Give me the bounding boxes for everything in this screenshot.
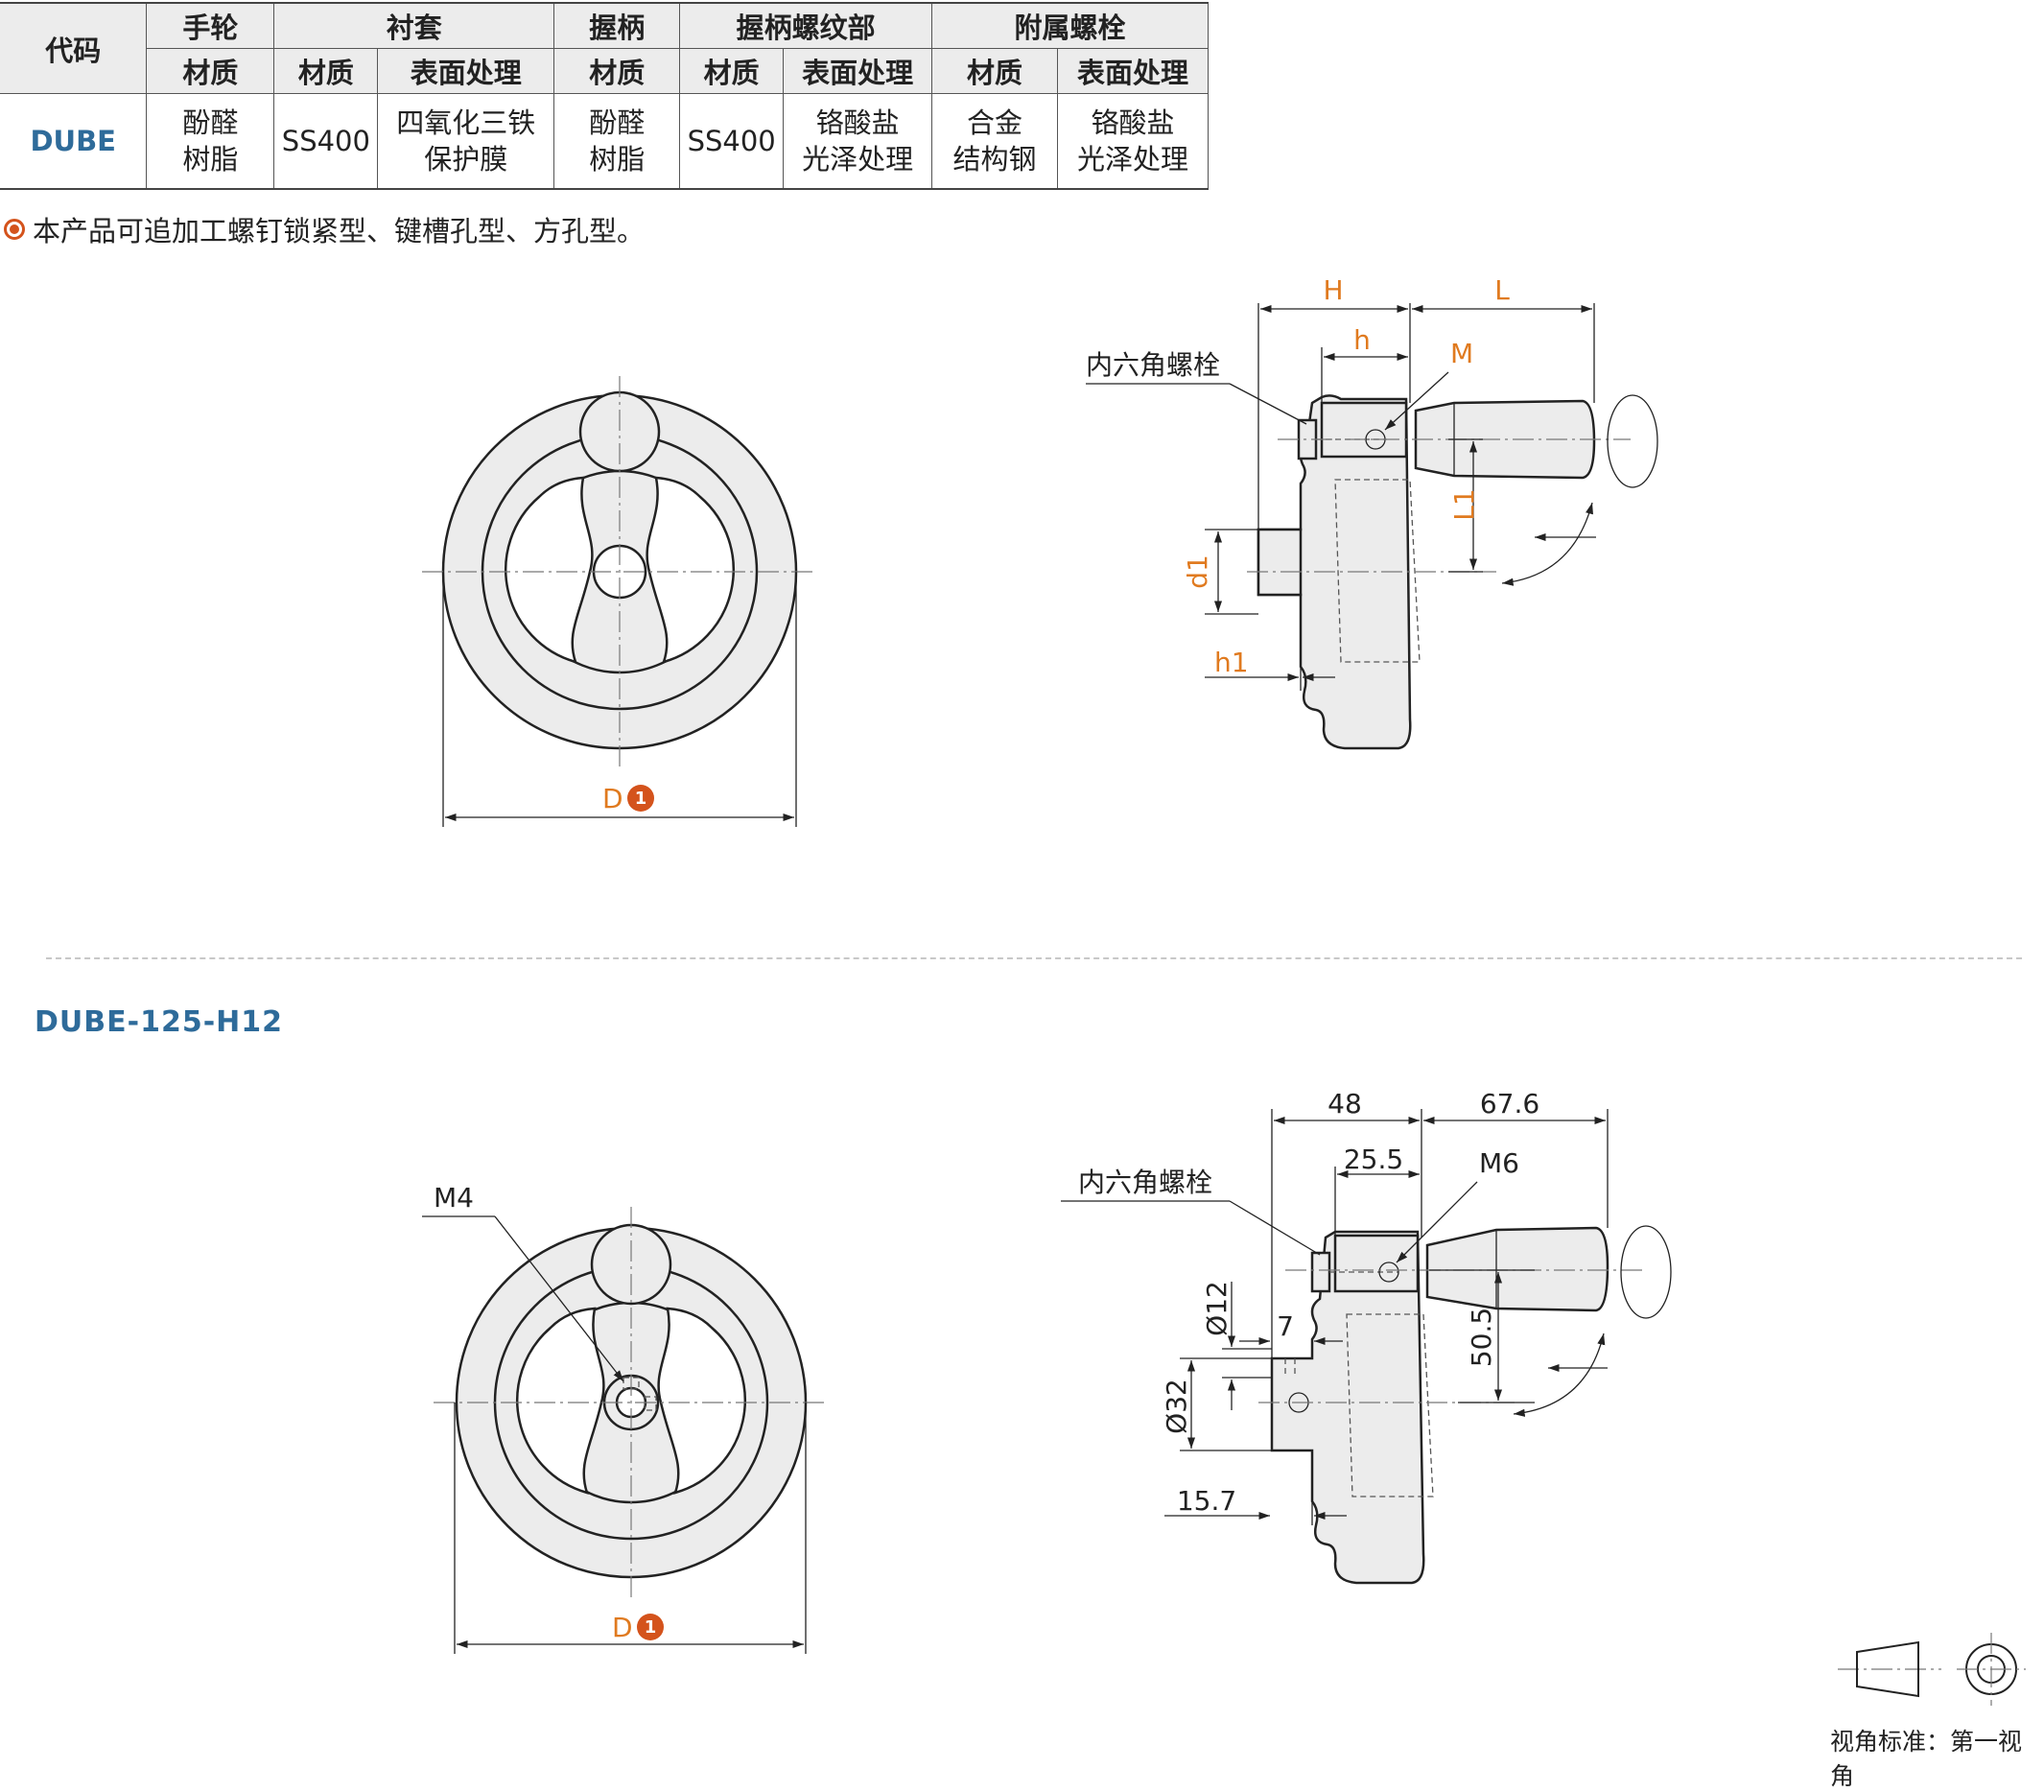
grip-hidden — [1334, 479, 1421, 663]
dim-L: L — [1494, 274, 1510, 306]
product-note: 本产品可追加工螺钉锁紧型、键槽孔型、方孔型。 — [4, 209, 645, 249]
view-standard: 视角标准：第一视角 — [1830, 1728, 2023, 1790]
web-opening-right — [657, 1307, 746, 1495]
badge-icon — [637, 1614, 664, 1640]
subheader: 材质 — [146, 48, 275, 94]
hex-bolt-head — [1310, 1251, 1331, 1293]
spec-table: 代码 手轮 衬套 握柄 握柄螺纹部 附属螺栓 材质 材质 表面处理 材质 材质 … — [0, 2, 1209, 190]
note-text: 本产品可追加工螺钉锁紧型、键槽孔型、方孔型。 — [33, 215, 646, 248]
web-opening-left — [505, 476, 594, 664]
grip-handle — [1425, 1226, 1609, 1312]
badge-number: 1 — [635, 789, 647, 809]
table-cell: SS400 — [679, 93, 785, 190]
handwheel-side-view: H L h M 内六角螺栓 L1 d1 h1 — [1086, 274, 1658, 750]
bushing — [1257, 528, 1303, 597]
dim-M: M — [1450, 338, 1473, 369]
table-cell: 合金结构钢 — [931, 93, 1058, 190]
table-cell: 酚醛树脂 — [553, 93, 681, 190]
section-divider — [46, 957, 2022, 959]
example-side-view: 48 67.6 25.5 M6 内六角螺栓 50.5 Ø12 Ø32 7 15.… — [1061, 1088, 1672, 1585]
product-code: DUBE — [0, 93, 148, 190]
dim-h1: h1 — [1214, 647, 1249, 678]
subheader: 材质 — [679, 48, 785, 94]
subheader: 表面处理 — [783, 48, 933, 94]
dim-d32: Ø32 — [1161, 1379, 1192, 1434]
grip-head — [1333, 1234, 1420, 1293]
subheader: 材质 — [273, 48, 379, 94]
dim-50-5: 50.5 — [1466, 1308, 1497, 1367]
badge-icon — [627, 785, 654, 812]
dim-h: h — [1353, 324, 1371, 356]
web-opening-left — [516, 1307, 605, 1495]
example-model: DUBE-125-H12 — [35, 1005, 284, 1039]
dim-L1: L1 — [1448, 488, 1480, 520]
subheader: 材质 — [553, 48, 681, 94]
web-opening-right — [646, 476, 735, 664]
table-cell: 铬酸盐光泽处理 — [783, 93, 933, 190]
bullet-icon — [4, 219, 25, 240]
table-cell: 铬酸盐光泽处理 — [1057, 93, 1209, 190]
table-cell: SS400 — [273, 93, 379, 190]
group-grip: 握柄 — [553, 2, 681, 49]
dim-25-5: 25.5 — [1344, 1144, 1403, 1175]
technical-drawing: .ln { stroke:#222; stroke-width:2; fill:… — [422, 274, 2026, 1706]
dim-7: 7 — [1277, 1310, 1294, 1342]
subheader: 表面处理 — [377, 48, 555, 94]
M4-label: M4 — [434, 1182, 474, 1214]
handwheel-front-view: D 1 — [422, 376, 817, 827]
rotation-ellipse — [1620, 1225, 1672, 1319]
dim-67-6: 67.6 — [1480, 1088, 1539, 1120]
dim-15-7: 15.7 — [1177, 1485, 1236, 1517]
hex-bolt-label: 内六角螺栓 — [1086, 349, 1220, 381]
group-bolt: 附属螺栓 — [931, 2, 1209, 49]
grip-hidden — [1346, 1313, 1434, 1497]
dim-48: 48 — [1327, 1088, 1362, 1120]
diameter-label: D — [602, 783, 623, 814]
header-code: 代码 — [0, 2, 148, 94]
wheel-section — [1270, 1230, 1425, 1585]
badge-number: 1 — [645, 1617, 657, 1638]
grip-head — [1320, 401, 1408, 459]
dim-H: H — [1323, 274, 1343, 306]
diameter-label: D — [612, 1612, 633, 1643]
rotation-ellipse — [1607, 394, 1658, 488]
hex-bolt-label: 内六角螺栓 — [1078, 1167, 1212, 1198]
subheader: 材质 — [931, 48, 1058, 94]
table-cell: 酚醛树脂 — [146, 93, 275, 190]
M6-label: M6 — [1479, 1147, 1519, 1179]
example-front-view: M4 D 1 — [422, 1182, 829, 1654]
first-angle-projection-icon — [1838, 1633, 2026, 1706]
dim-d1: d1 — [1182, 554, 1213, 589]
table-cell: 四氧化三铁保护膜 — [377, 93, 555, 190]
subheader: 表面处理 — [1057, 48, 1209, 94]
dim-d12: Ø12 — [1201, 1281, 1233, 1336]
group-bushing: 衬套 — [273, 2, 555, 49]
